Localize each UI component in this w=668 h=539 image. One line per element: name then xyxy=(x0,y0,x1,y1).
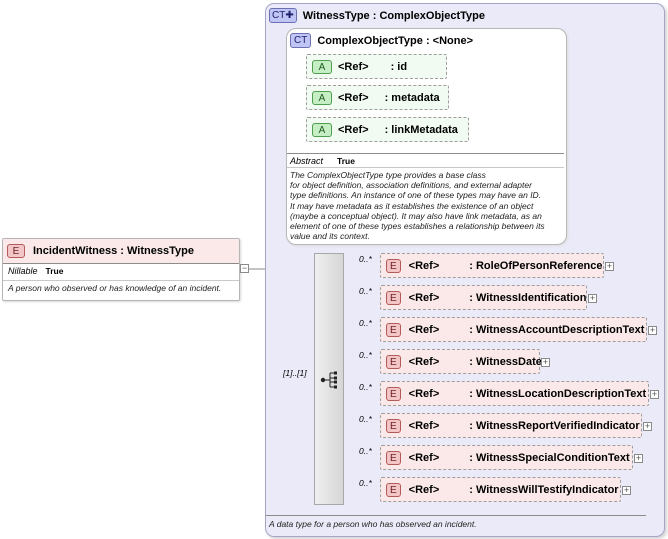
element-badge: E xyxy=(386,418,401,433)
element-cardinality: 0..* xyxy=(359,446,372,456)
element-badge: E xyxy=(386,450,401,465)
expand-toggle[interactable]: + xyxy=(588,293,597,303)
attribute-name: : id xyxy=(390,60,408,73)
element-witness-special-condition-text[interactable]: E <Ref> : WitnessSpecialConditionText xyxy=(380,445,633,470)
element-witness-report-verified-indicator[interactable]: E <Ref> : WitnessReportVerifiedIndicator xyxy=(380,413,642,438)
attribute-name: : metadata xyxy=(384,91,440,104)
element-ref: <Ref> xyxy=(408,387,440,400)
abstract-property: Abstract True xyxy=(290,156,355,166)
element-badge: E xyxy=(386,322,401,337)
element-ref: <Ref> xyxy=(408,291,440,304)
root-documentation: A person who observed or has knowledge o… xyxy=(8,283,222,293)
element-badge: E xyxy=(386,258,401,273)
complex-object-type-documentation: The ComplexObjectType type provides a ba… xyxy=(290,170,565,241)
property-label: Nillable xyxy=(8,266,38,276)
element-badge: E xyxy=(7,244,25,258)
element-cardinality: 0..* xyxy=(359,382,372,392)
doc-line: It may have metadata as it establishes t… xyxy=(290,200,534,211)
attribute-ref: <Ref> xyxy=(338,123,369,136)
element-badge: E xyxy=(386,482,401,497)
complex-type-badge: CT✚ xyxy=(269,8,297,23)
nillable-property: Nillable True xyxy=(8,266,63,276)
element-cardinality: 0..* xyxy=(359,478,372,488)
expand-toggle[interactable]: + xyxy=(541,357,550,367)
element-badge: E xyxy=(386,386,401,401)
divider xyxy=(3,263,239,264)
element-ref: <Ref> xyxy=(408,355,440,368)
element-badge: E xyxy=(386,290,401,305)
root-element-box[interactable]: E IncidentWitness : WitnessType Nillable… xyxy=(2,238,240,301)
attribute-badge: A xyxy=(312,59,332,74)
element-name: : WitnessReportVerifiedIndicator xyxy=(469,419,640,432)
sequence-icon xyxy=(320,371,337,389)
expand-toggle[interactable]: + xyxy=(634,453,643,463)
witness-type-title: WitnessType : ComplexObjectType xyxy=(302,9,485,22)
divider xyxy=(3,280,239,281)
property-value: True xyxy=(45,266,64,276)
attribute-link-metadata[interactable]: A <Ref> : linkMetadata xyxy=(306,117,469,142)
attribute-ref: <Ref> xyxy=(338,91,369,104)
element-cardinality: 0..* xyxy=(359,414,372,424)
attribute-metadata[interactable]: A <Ref> : metadata xyxy=(306,85,449,110)
complex-type-badge: CT xyxy=(290,33,312,48)
element-ref: <Ref> xyxy=(408,451,440,464)
attribute-name: : linkMetadata xyxy=(384,123,458,136)
element-witness-will-testify-indicator[interactable]: E <Ref> : WitnessWillTestifyIndicator xyxy=(380,477,621,502)
property-value: True xyxy=(337,156,355,166)
element-name: : WitnessLocationDescriptionText xyxy=(469,387,647,400)
element-cardinality: 0..* xyxy=(359,254,372,264)
element-ref: <Ref> xyxy=(408,323,440,336)
doc-line: type definitions. An instance of one of … xyxy=(290,190,542,201)
expand-toggle[interactable]: + xyxy=(605,261,614,271)
element-name: : WitnessIdentification xyxy=(469,291,587,304)
root-element-title: IncidentWitness : WitnessType xyxy=(33,245,194,257)
element-witness-location-description-text[interactable]: E <Ref> : WitnessLocationDescriptionText xyxy=(380,381,649,406)
element-ref: <Ref> xyxy=(408,259,440,272)
divider xyxy=(266,515,646,516)
element-name: : WitnessDate xyxy=(469,355,542,368)
attribute-ref: <Ref> xyxy=(338,60,369,73)
attribute-badge: A xyxy=(312,90,332,105)
attribute-id[interactable]: A <Ref> : id xyxy=(306,54,447,79)
root-element-header: E IncidentWitness : WitnessType xyxy=(3,239,239,263)
element-witness-identification[interactable]: E <Ref> : WitnessIdentification xyxy=(380,285,587,310)
expand-toggle[interactable]: + xyxy=(650,389,659,399)
collapse-toggle[interactable]: − xyxy=(240,263,249,273)
expand-toggle[interactable]: + xyxy=(643,421,652,431)
element-cardinality: 0..* xyxy=(359,350,372,360)
property-label: Abstract xyxy=(290,156,324,166)
element-ref: <Ref> xyxy=(408,419,440,432)
plus-icon: ✚ xyxy=(285,10,294,21)
sequence-cardinality: [1]..[1] xyxy=(283,368,307,378)
complex-object-type-title: ComplexObjectType : <None> xyxy=(317,34,474,47)
divider xyxy=(287,153,564,154)
element-name: : RoleOfPersonReference xyxy=(469,259,603,272)
element-cardinality: 0..* xyxy=(359,286,372,296)
element-witness-date[interactable]: E <Ref> : WitnessDate xyxy=(380,349,542,374)
expand-toggle[interactable]: + xyxy=(648,325,657,335)
element-role-of-person-reference[interactable]: E <Ref> : RoleOfPersonReference xyxy=(380,253,604,278)
sequence-compositor[interactable] xyxy=(314,253,344,505)
element-name: : WitnessSpecialConditionText xyxy=(469,451,630,464)
doc-line: value and its context. xyxy=(290,231,370,242)
element-ref: <Ref> xyxy=(408,483,440,496)
element-name: : WitnessWillTestifyIndicator xyxy=(469,483,619,496)
doc-line: element of one of these types establishe… xyxy=(290,221,545,232)
element-cardinality: 0..* xyxy=(359,318,372,328)
attribute-badge: A xyxy=(312,122,332,137)
element-name: : WitnessAccountDescriptionText xyxy=(469,323,645,336)
element-witness-account-description-text[interactable]: E <Ref> : WitnessAccountDescriptionText xyxy=(380,317,647,342)
expand-toggle[interactable]: + xyxy=(622,485,631,495)
doc-line: for object definition, association defin… xyxy=(290,180,532,191)
element-badge: E xyxy=(386,354,401,369)
witness-type-header: CT✚ WitnessType : ComplexObjectType xyxy=(269,8,485,23)
complex-object-type-header: CT ComplexObjectType : <None> xyxy=(290,33,473,48)
divider xyxy=(287,167,564,168)
witness-type-documentation: A data type for a person who has observe… xyxy=(269,519,477,529)
doc-line: (maybe a conceptual object). It may also… xyxy=(290,210,542,221)
doc-line: The ComplexObjectType type provides a ba… xyxy=(290,170,486,180)
